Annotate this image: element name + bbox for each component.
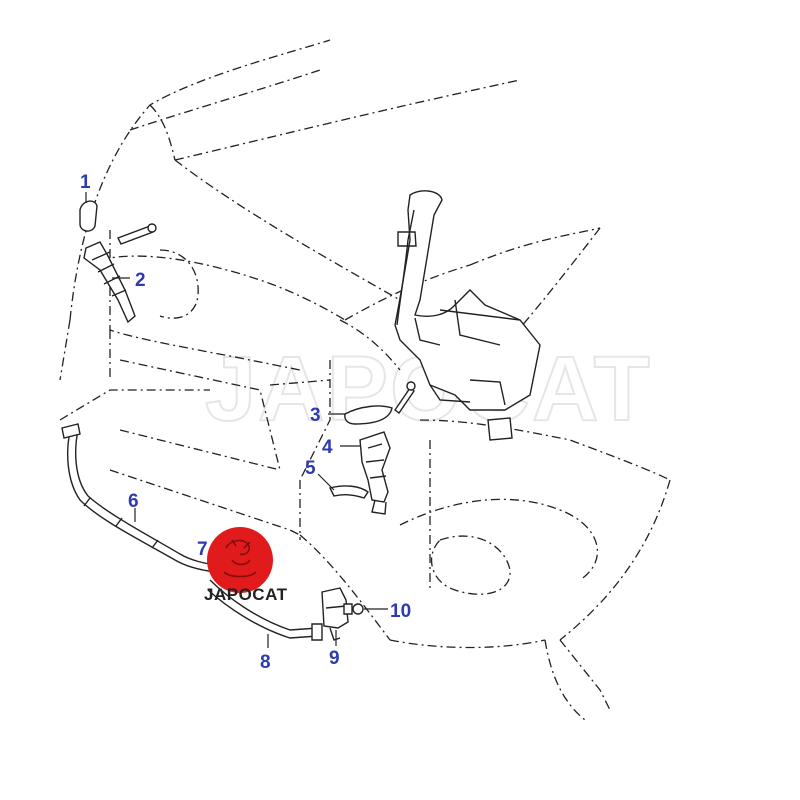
vehicle-body-outline <box>59 39 671 721</box>
callout-3: 3 <box>310 405 321 426</box>
callout-7: 7 <box>197 539 208 560</box>
part-8-hose <box>207 579 323 641</box>
japocat-logo: JAPOCAT <box>204 527 288 604</box>
callout-10: 10 <box>390 601 411 622</box>
bolt-middle <box>394 381 416 414</box>
callout-9: 9 <box>329 648 340 669</box>
leader-lines <box>85 192 388 648</box>
part-5-bracket <box>328 485 369 499</box>
callout-labels: 1 2 3 4 5 6 7 8 9 10 <box>80 172 411 673</box>
part-3-cover <box>344 405 393 425</box>
part-10-grommet <box>352 603 364 615</box>
logo-red-circle <box>207 527 273 593</box>
callout-6: 6 <box>128 491 139 512</box>
logo-mascot-icon <box>223 539 257 578</box>
part-4-actuator <box>359 431 391 515</box>
callout-5: 5 <box>305 458 316 479</box>
part-6-hose <box>61 423 219 573</box>
callout-4: 4 <box>322 437 333 458</box>
callout-1: 1 <box>80 172 91 193</box>
part-2-nozzle-cylinder <box>83 241 136 324</box>
logo-text: JAPOCAT <box>204 585 288 604</box>
callout-8: 8 <box>260 652 271 673</box>
part-9-pump <box>321 587 353 641</box>
washer-tank <box>394 190 541 441</box>
part-1-cover <box>79 200 98 232</box>
callout-2: 2 <box>135 270 146 291</box>
bolt-upper <box>117 223 157 245</box>
